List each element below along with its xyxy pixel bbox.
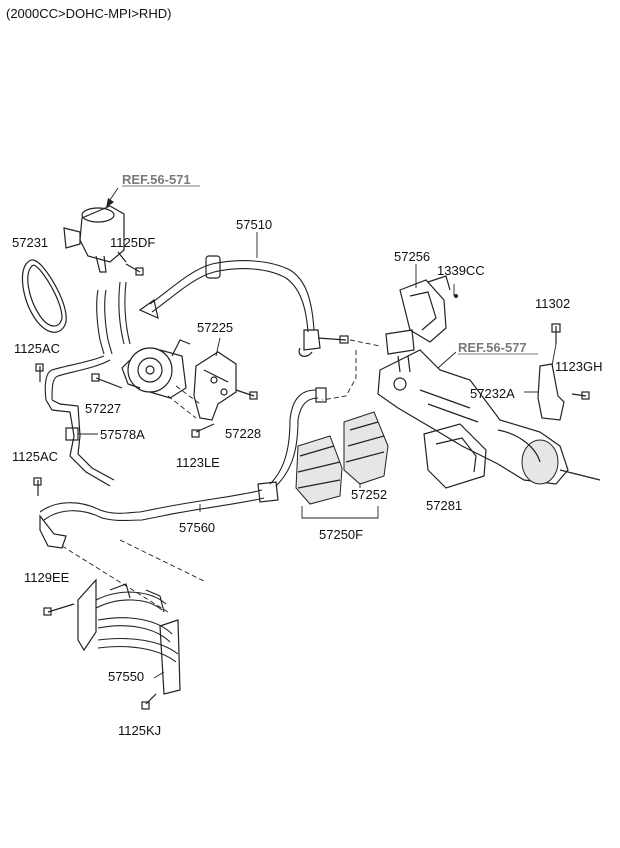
label-1125df[interactable]: 1125DF [110, 235, 155, 250]
oil-cooler-57550 [77, 578, 181, 695]
bolt-57228 [235, 389, 255, 397]
label-57510[interactable]: 57510 [236, 217, 272, 232]
label-57578a[interactable]: 57578A [100, 427, 145, 442]
mount-plate-57256 [399, 275, 451, 343]
cooler-dash-1 [61, 545, 169, 613]
bolt-1123gh [571, 393, 587, 397]
label-57227[interactable]: 57227 [85, 401, 121, 416]
label-1125kj[interactable]: 1125KJ [118, 723, 161, 738]
label-1123le[interactable]: 1123LE [176, 455, 220, 470]
ref-arrow-icon [106, 198, 114, 208]
return-hose-57560 [39, 387, 327, 522]
suction-hose [96, 289, 105, 355]
hose-gear-dash [349, 339, 381, 347]
bolt-1129ee [47, 603, 75, 613]
label-57281[interactable]: 57281 [426, 498, 462, 513]
leader-57550 [153, 671, 165, 679]
steering-gear-box [377, 329, 601, 485]
label-57560[interactable]: 57560 [179, 520, 215, 535]
page-title: (2000CC>DOHC-MPI>RHD) [6, 6, 171, 21]
pump-bracket-dash [167, 395, 197, 419]
belt-loop-57231 [21, 259, 67, 333]
dust-boot-57250f [295, 435, 343, 505]
ref-56-577[interactable]: REF.56-577 [458, 340, 527, 355]
label-11302[interactable]: 11302 [535, 296, 570, 311]
pressure-hose-57510 [138, 255, 349, 357]
label-57256[interactable]: 57256 [394, 249, 430, 264]
power-steering-pump [121, 339, 191, 399]
label-1339cc[interactable]: 1339CC [437, 263, 485, 278]
pump-bracket-57225 [193, 351, 237, 421]
bracket-57250f [301, 506, 379, 519]
label-1129ee[interactable]: 1129EE [24, 570, 70, 585]
label-57228[interactable]: 57228 [225, 426, 261, 441]
return-line-57578a [44, 355, 115, 487]
label-1125ac-bottom[interactable]: 1125AC [12, 449, 58, 464]
label-57252[interactable]: 57252 [351, 487, 387, 502]
clip-1125ac-top [35, 363, 44, 382]
ref-56-571-leader [109, 187, 119, 201]
cover-57281 [423, 423, 487, 489]
ref-56-577-leader [437, 351, 457, 369]
label-57232a[interactable]: 57232A [470, 386, 515, 401]
dust-boot-57252 [343, 411, 389, 485]
label-57231[interactable]: 57231 [12, 235, 48, 250]
label-1125ac-top[interactable]: 1125AC [14, 341, 60, 356]
bracket-57232a [537, 343, 565, 421]
bolt-1339cc [454, 294, 458, 298]
label-57250f[interactable]: 57250F [319, 527, 363, 542]
label-1123gh[interactable]: 1123GH [555, 359, 602, 374]
bolt-57227 [95, 377, 123, 389]
bolt-1125df [125, 263, 144, 276]
label-57550[interactable]: 57550 [108, 669, 144, 684]
ref-56-571[interactable]: REF.56-571 [122, 172, 191, 187]
clip-1125ac-bottom [33, 477, 67, 549]
reservoir-tank [63, 205, 127, 273]
leader-57225 [215, 337, 221, 357]
cooler-dash-2 [119, 539, 207, 583]
label-57225[interactable]: 57225 [197, 320, 233, 335]
return-dash [321, 350, 357, 401]
